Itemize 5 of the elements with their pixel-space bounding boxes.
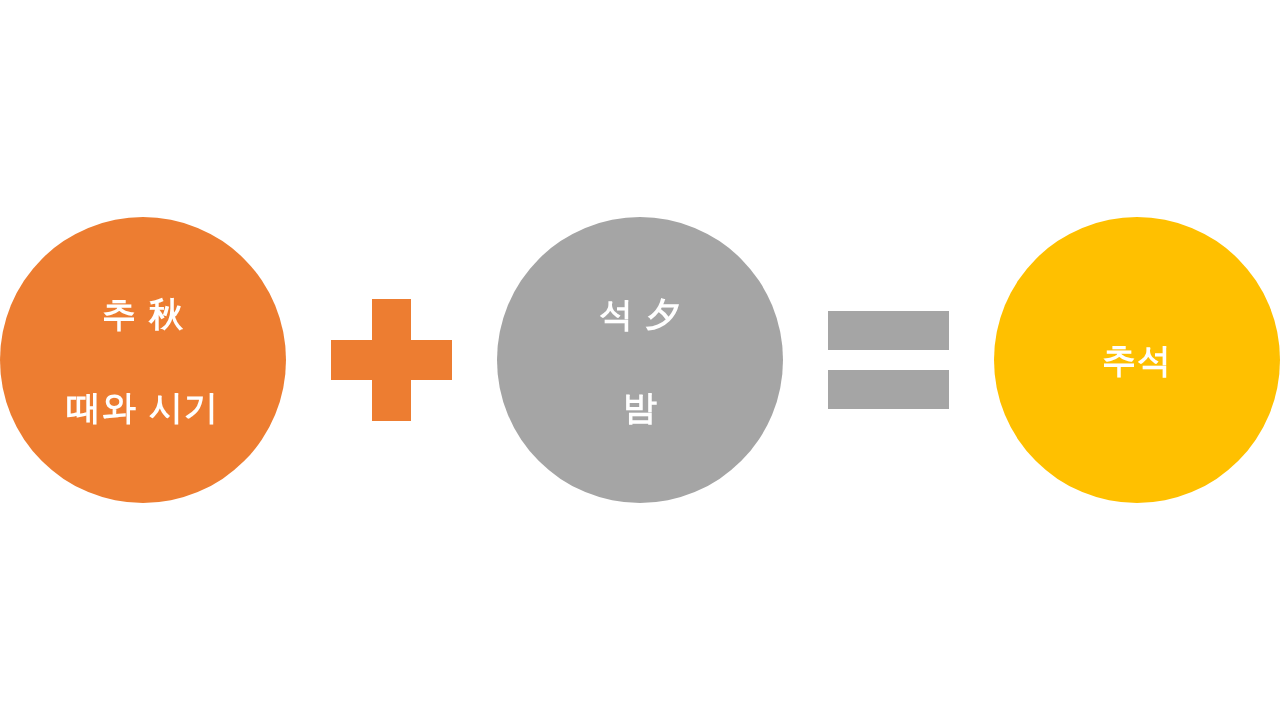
node-label: 밤 (622, 386, 658, 427)
node-label: 석 夕 (598, 293, 682, 334)
node-label: 추 秋 (101, 293, 185, 334)
node-label: 때와 시기 (66, 386, 220, 427)
node-label: 추석 (1102, 340, 1172, 380)
